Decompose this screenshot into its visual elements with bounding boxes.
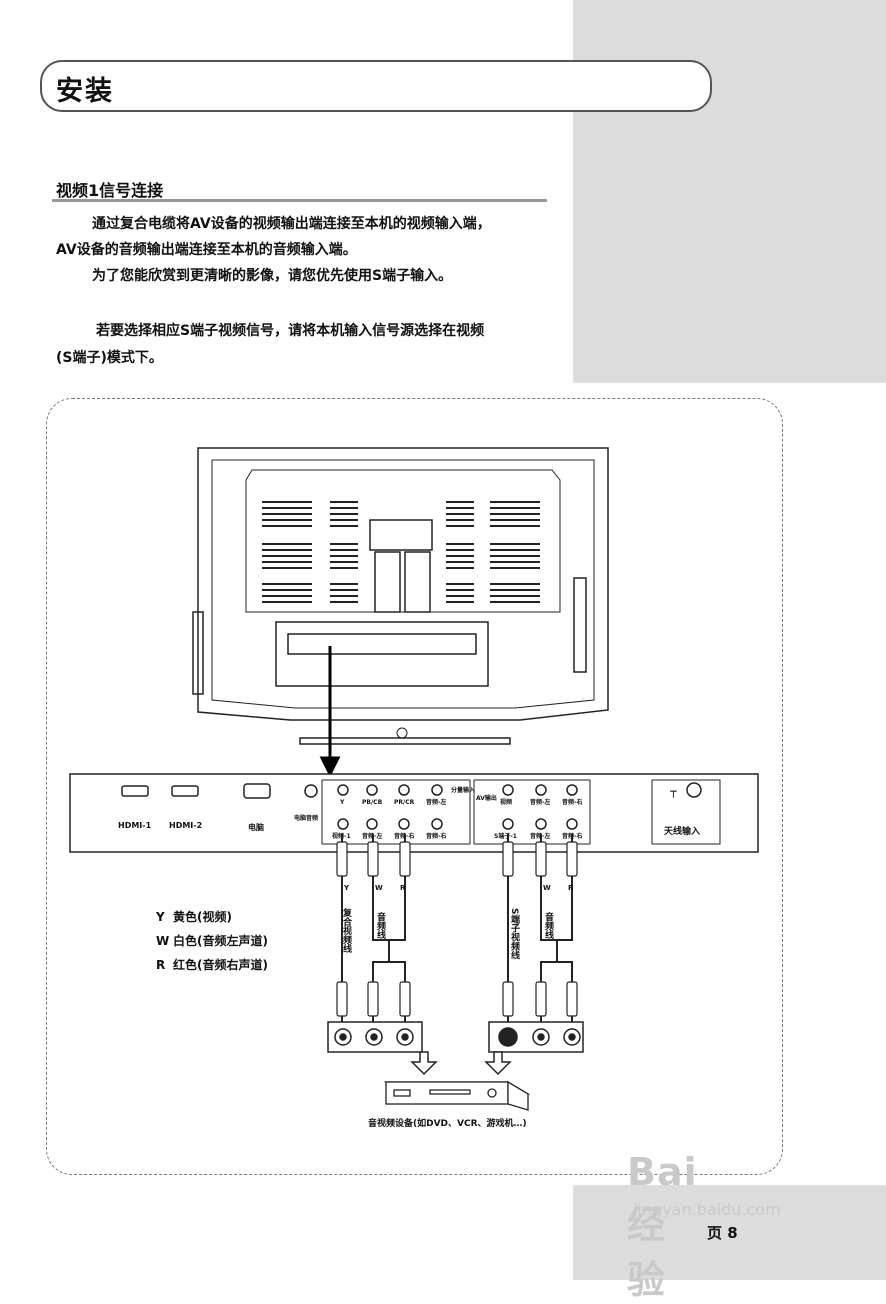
tv-vent-grilles [262, 501, 540, 603]
port-label-pc: 电脑 [248, 822, 264, 832]
cable-label-svideo: S端子视频线 [509, 908, 520, 960]
page-number: 页 8 [707, 1224, 738, 1242]
cable-label-audio-2: 音频线 [543, 911, 554, 940]
plug-tag-r: R [400, 884, 406, 892]
paragraph-line-3: 为了您能欣赏到更清晰的影像，请您优先使用S端子输入。 [92, 268, 453, 284]
rca-plugs [336, 841, 578, 1017]
legend-text-w: 白色(音频左声道) [173, 933, 268, 948]
port-label-y: Y [339, 799, 345, 806]
port-label-out-video: 视频 [500, 798, 512, 806]
tv-rear-panel [192, 447, 609, 745]
dvd-player-icon [383, 1080, 531, 1111]
paragraph-line-1: 通过复合电缆将AV设备的视频输出端连接至本机的视频输入端， [92, 216, 491, 232]
legend-code-r: R [156, 958, 165, 972]
gray-sidebar-bottom [573, 1185, 886, 1280]
section-divider [52, 199, 547, 202]
stand-screw [396, 727, 408, 739]
terminal-panel [69, 773, 759, 853]
watermark-url: jingyan.baidu.com [633, 1200, 781, 1219]
chapter-title-box: 安装 [40, 60, 712, 112]
port-label-antenna: 天线输入 [664, 825, 700, 837]
paragraph-line-4: 若要选择相应S端子视频信号，请将本机输入信号源选择在视频 [96, 323, 485, 339]
port-label-hdmi1: HDMI-1 [118, 821, 152, 830]
port-label-comp-audio-l: 音频-左 [426, 798, 447, 806]
paragraph-line-5: (S端子)模式下。 [56, 350, 163, 366]
port-label-comp-audio-r: 音频-右 [426, 832, 447, 840]
port-label-svideo: S端子-1 [494, 832, 517, 840]
port-label-out-audio-l: 音频-左 [530, 798, 551, 806]
plug-tag-w: W [375, 884, 383, 892]
port-label-hdmi2: HDMI-2 [169, 821, 202, 830]
plug-tag-r2: R [568, 884, 574, 892]
paragraph-line-2: AV设备的音频输出端连接至本机的音频输入端。 [56, 242, 357, 258]
port-label-out-audio-r: 音频-右 [562, 798, 583, 806]
port-label-component: 分量输入 [451, 786, 475, 794]
port-label-pb: PB/CB [362, 799, 383, 806]
hollow-arrows [410, 1051, 512, 1076]
device-jack-panels [327, 1021, 584, 1053]
plug-tag-y: Y [343, 884, 350, 892]
legend-code-w: W [156, 934, 169, 948]
antenna-icon: ┬ [669, 785, 677, 798]
port-label-pr: PR/CR [394, 799, 415, 806]
port-label-av-out: AV输出 [476, 794, 497, 802]
legend-code-y: Y [155, 910, 165, 924]
section-heading: 视频1信号连接 [56, 181, 164, 200]
cable-label-composite: 复合视频线 [341, 907, 353, 954]
legend-text-y: 黄色(视频) [173, 909, 232, 924]
cable-label-audio-1: 音频线 [375, 911, 386, 940]
port-label-pc-audio: 电脑音频 [294, 814, 318, 822]
legend-text-r: 红色(音频右声道) [173, 957, 268, 972]
watermark-logo: Bai 经验 [627, 1150, 698, 1302]
chapter-title: 安装 [56, 76, 114, 107]
device-caption: 音视频设备(如DVD、VCR、游戏机…) [368, 1117, 527, 1129]
plug-tag-w2: W [543, 884, 551, 892]
down-arrow [319, 646, 341, 778]
